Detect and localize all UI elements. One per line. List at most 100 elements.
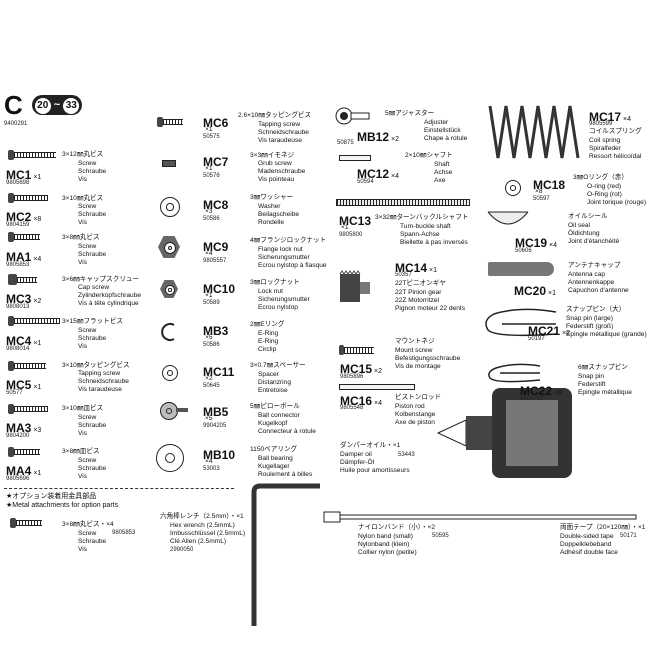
mc9-code: MC9 [203, 240, 229, 254]
mb12-label: MB12×2 [357, 128, 399, 146]
mc6-label: MC6 [203, 114, 228, 132]
tape-fr: Adhésif double face [560, 549, 618, 556]
mb5-label: MB5 [203, 403, 228, 421]
mb3-fr: Circlip [258, 346, 277, 353]
mc11-code: MC11 [203, 365, 235, 379]
option-title-en: ★Metal attachments for option parts [6, 502, 119, 509]
mc13-code: MC13 [339, 214, 372, 228]
mc5-en: Tapping screw [78, 370, 121, 377]
ma3-label: MA3×3 [6, 419, 41, 437]
mc9-label: MC9 [203, 238, 228, 256]
mc12-en: Shaft [434, 161, 450, 168]
mc8-jp: 3㎜ワッシャー [250, 194, 294, 201]
damper-oil-jp: ダンパーオイル・×1 [340, 442, 401, 449]
hex-wrench-icon [251, 483, 320, 626]
tapping-screw-icon [8, 361, 14, 371]
mc1-code: MC1 [6, 168, 32, 182]
mc13-en: Turn-buckle shaft [400, 223, 451, 230]
range-end: 33 [63, 98, 80, 114]
mb3-jp: 2㎜Eリング [250, 321, 285, 328]
mc14-fr: Pignon moteur 22 dents [395, 305, 466, 312]
mc5-qty: ×1 [33, 384, 42, 391]
mc10-label: MC10 [203, 280, 235, 298]
mc15-de: Befestigungsschraube [395, 355, 461, 362]
screw-shaft-icon [14, 449, 40, 455]
ma1-label: MA1×4 [6, 248, 41, 266]
screw-part-icon [8, 150, 14, 160]
mc17-code: MC17 [589, 110, 622, 124]
tapping-screw-icon [157, 117, 163, 127]
mc6-no: 50575 [203, 134, 220, 140]
adjuster-icon [335, 107, 370, 125]
mc18-de: O-Ring (rot) [587, 191, 622, 198]
mc12-label: MC12×4 [357, 165, 399, 183]
mc17-qty: ×4 [623, 116, 631, 123]
mc19-code: MC19 [515, 236, 548, 250]
ma3-code: MA3 [6, 421, 32, 435]
washer-icon [160, 197, 180, 217]
ma1-en: Screw [78, 243, 97, 250]
screw-part-icon [8, 232, 14, 242]
mc7-code: MC7 [203, 155, 229, 169]
mb12-no: 50875 [337, 140, 354, 146]
mb5-jp: 5㎜ピローボール [250, 403, 300, 410]
mc12-qty: ×4 [391, 173, 399, 180]
mc7-no: 50576 [203, 173, 220, 179]
mc21-en: Snap pin (large) [566, 315, 613, 322]
countersunk-screw-icon [8, 404, 14, 414]
mc14-de: 22Z Motorritzel [395, 297, 439, 304]
mc11-en: Spacer [258, 371, 279, 378]
oil-bottle-icon [436, 388, 572, 478]
mc14-code: MC14 [395, 261, 428, 275]
mc1-no: 9805698 [6, 180, 30, 186]
screw-part-icon [10, 518, 16, 528]
mc14-label: MC14×1 [395, 259, 437, 277]
mc11-label: MC11 [203, 363, 234, 381]
mc13-label: MC13 [339, 212, 371, 230]
mc6-code: MC6 [203, 116, 229, 130]
mc2-label: MC2×8 [6, 208, 41, 226]
nylon-band-de: Nylonband (klein) [358, 541, 410, 548]
damper-oil-en: Damper oil [340, 451, 372, 458]
e-ring-icon [161, 323, 175, 341]
mc3-jp: 3×6㎜キャップスクリュー [62, 276, 140, 283]
mc6-de: Schneidschraube [258, 129, 309, 136]
mb12-jp: 5㎜アジャスター [385, 110, 435, 117]
mc10-fr: Ecrou nylstop [258, 304, 298, 311]
option-de: Schraube [78, 538, 107, 545]
mb12-en: Adjuster [424, 119, 449, 126]
ma4-de: Schraube [78, 465, 107, 472]
mc16-label: MC16×4 [340, 392, 382, 410]
ma4-no: 9805696 [6, 476, 30, 482]
mc11-de: Distanzring [258, 379, 291, 386]
mc16-jp: ピストンロッド [395, 394, 442, 401]
mc20-code: MC20 [514, 284, 547, 298]
pinion-gear-icon [339, 270, 370, 302]
mc20-label: MC20×1 [514, 282, 556, 300]
mc10-en: Lock nut [258, 288, 283, 295]
mc22-qty: ×8 [554, 390, 562, 397]
mc3-label: MC3×2 [6, 290, 41, 308]
mc19-no: 50606 [515, 248, 532, 254]
ma3-en: Screw [78, 414, 97, 421]
mc18-label: MC18 [533, 176, 565, 194]
mc8-label: MC8 [203, 196, 228, 214]
mc17-no: 9805599 [589, 121, 613, 127]
mc22-en: Snap pin [578, 373, 605, 380]
wrench-fr: Clé Allen (2.5mmL) [170, 538, 227, 545]
mb12-code: MB12 [357, 130, 390, 144]
mc8-en: Washer [258, 203, 281, 210]
wrench-jp: 六角棒レンチ（2.5mm）・×1 [160, 513, 244, 520]
mc16-en: Piston rod [395, 403, 425, 410]
mc20-de: Antennenkappe [568, 279, 615, 286]
piston-rod-icon [339, 384, 415, 390]
mc5-jp: 3×10㎜タッピングビス [62, 362, 130, 369]
nylon-band-icon [323, 511, 637, 523]
ball-bearing-icon [156, 444, 184, 472]
mc15-no: 9805896 [340, 374, 364, 380]
mc13-de: Spann-Achse [400, 231, 440, 238]
ma4-en: Screw [78, 457, 97, 464]
mc21-jp: スナップピン（大） [566, 306, 626, 313]
mc4-fr: Vis [78, 343, 88, 350]
mc19-de: Öldichtung [568, 230, 600, 237]
